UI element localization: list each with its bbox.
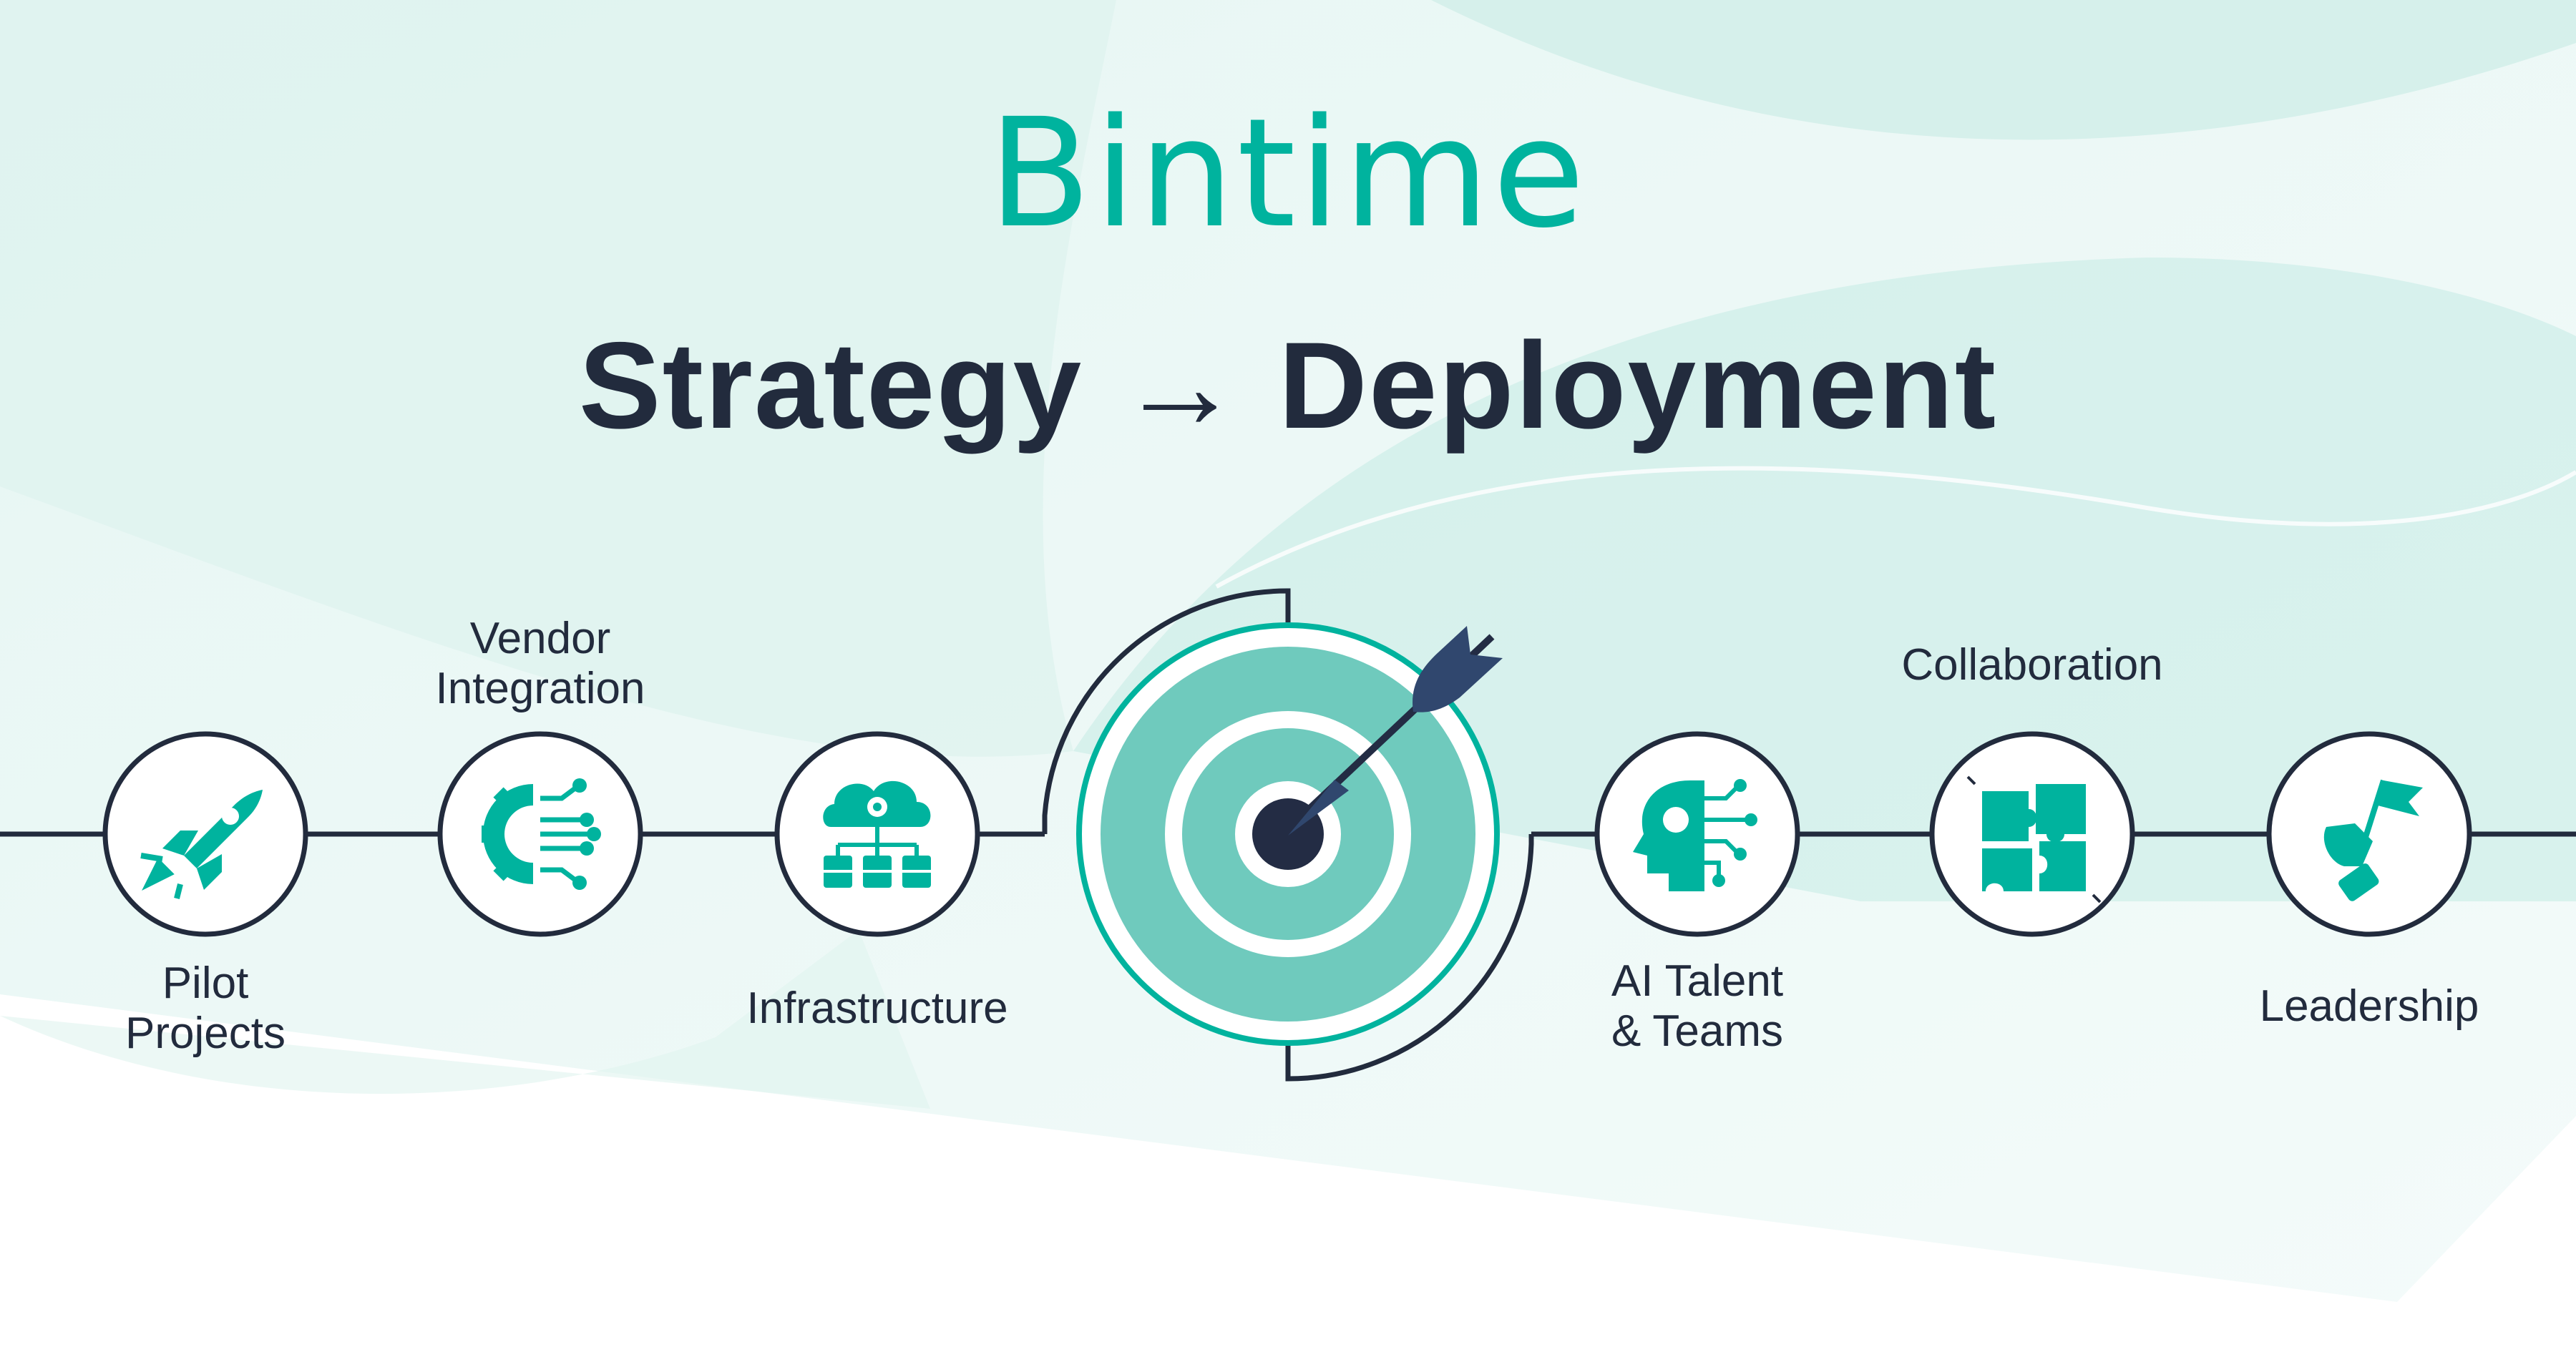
cloud-network-icon bbox=[823, 780, 931, 888]
rocket-icon bbox=[140, 790, 263, 899]
step-label-pilot-projects: Pilot Projects bbox=[0, 959, 420, 1059]
step-label-ai-talent: AI Talent & Teams bbox=[1483, 956, 1912, 1057]
ai-head-icon bbox=[1633, 779, 1757, 891]
label-line: Vendor bbox=[469, 614, 611, 663]
label-line: AI Talent bbox=[1611, 956, 1784, 1006]
hand-flag-icon bbox=[2323, 779, 2423, 901]
page-title: Strategy → Deployment bbox=[578, 317, 1998, 454]
step-label-vendor-integration: Vendor Integration bbox=[326, 614, 755, 714]
label-line: & Teams bbox=[1611, 1006, 1784, 1056]
target-arrow-icon bbox=[1076, 622, 1503, 1046]
label-line: Infrastructure bbox=[746, 984, 1008, 1033]
label-line: Leadership bbox=[2259, 981, 2479, 1031]
gear-circuit-icon bbox=[482, 778, 601, 890]
label-line: Integration bbox=[435, 664, 645, 713]
step-circle-collaboration bbox=[1929, 731, 2135, 937]
puzzle-hands-icon bbox=[1966, 775, 2102, 903]
step-label-collaboration: Collaboration bbox=[1818, 640, 2247, 690]
label-line: Pilot bbox=[162, 959, 249, 1008]
step-label-infrastructure: Infrastructure bbox=[663, 984, 1092, 1034]
label-line: Projects bbox=[125, 1009, 286, 1058]
bintime-logo: Bintime bbox=[988, 86, 1588, 261]
label-line: Collaboration bbox=[1901, 640, 2163, 690]
step-label-leadership: Leadership bbox=[2155, 981, 2576, 1032]
